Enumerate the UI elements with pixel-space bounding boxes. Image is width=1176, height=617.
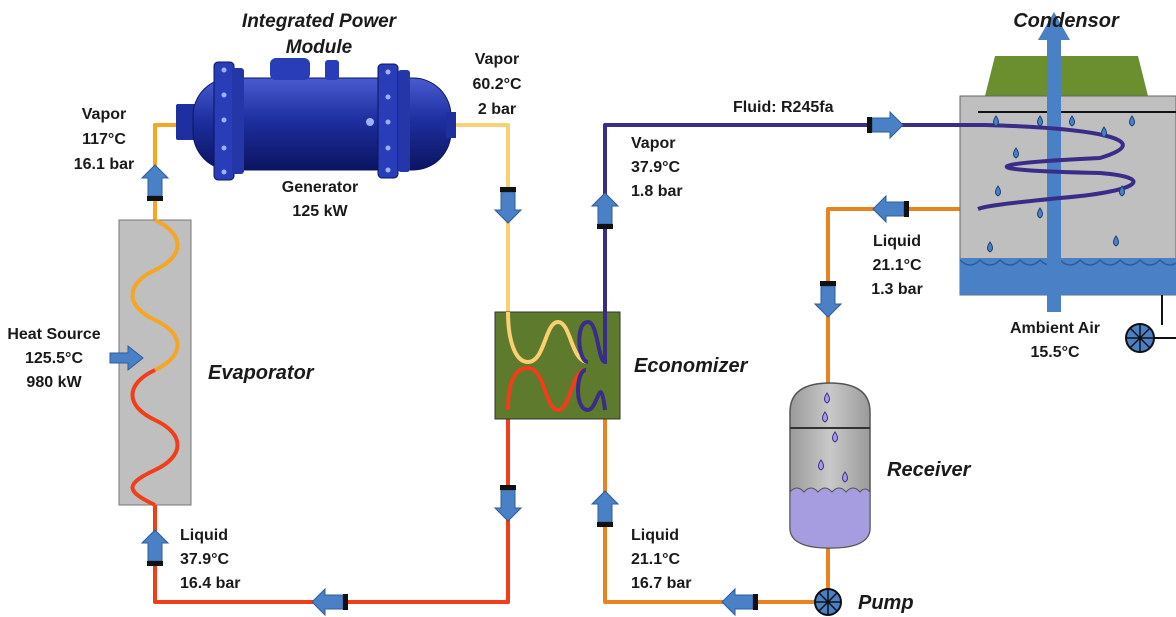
flow-arrow-icon (867, 110, 904, 140)
fan-icon (1125, 323, 1155, 353)
droplet-icon (832, 431, 838, 443)
evap-in-pressure: 16.4 bar (180, 575, 240, 592)
flow-arrow-icon (721, 587, 758, 617)
evaporator-coil-vapor (130, 218, 180, 372)
economizer-label: Economizer (634, 355, 749, 377)
droplet-icon (987, 241, 993, 253)
pipe-economizer-to-condensor (603, 123, 900, 312)
condensor-label: Condensor (1013, 10, 1120, 32)
pump-icon (814, 588, 842, 616)
condensor-exhaust-arrow (1038, 12, 1070, 40)
pipe-condensor-to-receiver (826, 207, 978, 383)
ipm-title-line2: Module (286, 37, 353, 58)
condensor-coil (900, 123, 1136, 211)
flow-arrows (109, 110, 909, 617)
flow-arrow-icon (140, 529, 170, 566)
droplet-icon (842, 471, 848, 483)
ipm-title-line1: Integrated Power (242, 11, 398, 32)
pump-label: Pump (858, 592, 914, 614)
evaporator-coil-liquid (130, 368, 180, 507)
evaporator-label: Evaporator (208, 362, 315, 384)
pump-out-phase: Liquid (631, 527, 679, 544)
economizer-coil-hot-liquid (506, 365, 587, 413)
integrated-power-module (176, 58, 456, 181)
flow-arrow-icon (813, 281, 843, 318)
ambient-air-label: Ambient Air (1010, 320, 1100, 337)
pump-out-pressure: 16.7 bar (631, 575, 691, 592)
generator-icon (221, 67, 391, 175)
droplet-icon (1069, 115, 1075, 127)
droplet-icon (824, 392, 830, 404)
droplet-icon (995, 185, 1001, 197)
gen-out-pressure: 2 bar (478, 101, 516, 118)
droplet-icon (1113, 235, 1119, 247)
cond-out-temp: 21.1°C (872, 257, 922, 274)
cond-out-pressure: 1.3 bar (871, 281, 923, 298)
econ-vapor-temp: 37.9°C (631, 159, 681, 176)
droplet-icon (1129, 115, 1135, 127)
evap-in-phase: Liquid (180, 527, 228, 544)
pipe-economizer-to-evaporator (153, 410, 510, 604)
condensor (900, 12, 1176, 353)
generator-label: Generator (282, 179, 358, 196)
receiver-label: Receiver (887, 459, 972, 481)
fan-line (1152, 295, 1176, 339)
gen-out-phase: Vapor (475, 51, 519, 68)
evap-out-pressure: 16.1 bar (74, 156, 134, 173)
droplet-icon (1037, 207, 1043, 219)
receiver-liquid (789, 487, 871, 549)
flow-arrow-icon (493, 187, 523, 224)
fluid-label: Fluid: R245fa (733, 99, 834, 116)
econ-vapor-pressure: 1.8 bar (631, 183, 683, 200)
droplet-icon (1037, 115, 1043, 127)
evaporator (118, 218, 192, 507)
economizer (494, 311, 621, 420)
heat-source-label: Heat Source (7, 326, 100, 343)
flow-arrow-icon (590, 490, 620, 527)
droplet-icon (1013, 147, 1019, 159)
droplet-icon (1101, 126, 1107, 138)
ambient-air-temp: 15.5°C (1030, 344, 1080, 361)
receiver-droplets (818, 392, 848, 483)
droplet-icon (822, 411, 828, 423)
flow-arrow-icon (140, 164, 170, 201)
droplet-icon (818, 459, 824, 471)
receiver (789, 382, 871, 549)
gen-out-temp: 60.2°C (472, 76, 522, 93)
economizer-coil-hot-vapor (506, 311, 589, 365)
heat-source-power: 980 kW (26, 374, 82, 391)
economizer-coil-cold-vapor (577, 312, 607, 365)
flow-arrow-icon (590, 192, 620, 229)
flow-arrow-icon (311, 587, 348, 617)
pump-out-temp: 21.1°C (631, 551, 681, 568)
flow-arrow-icon (872, 194, 909, 224)
cond-out-phase: Liquid (873, 233, 921, 250)
condensor-droplets (987, 115, 1135, 253)
evap-out-phase: Vapor (82, 106, 126, 123)
droplet-icon (993, 115, 999, 127)
condensor-roof (985, 56, 1148, 96)
heat-source-arrow-icon (109, 344, 144, 372)
economizer-coil-cold-liquid (576, 368, 607, 413)
econ-vapor-phase: Vapor (631, 135, 675, 152)
droplet-icon (1119, 185, 1125, 197)
flow-arrow-icon (493, 485, 523, 522)
labels: Integrated Power Module Generator 125 kW… (7, 10, 1120, 614)
heat-source-temp: 125.5°C (25, 350, 83, 367)
generator-power: 125 kW (292, 203, 348, 220)
evap-out-temp: 117°C (82, 131, 126, 148)
pipe-generator-to-economizer (455, 123, 510, 312)
evap-in-temp: 37.9°C (180, 551, 230, 568)
condensor-water-surface (959, 258, 1176, 266)
